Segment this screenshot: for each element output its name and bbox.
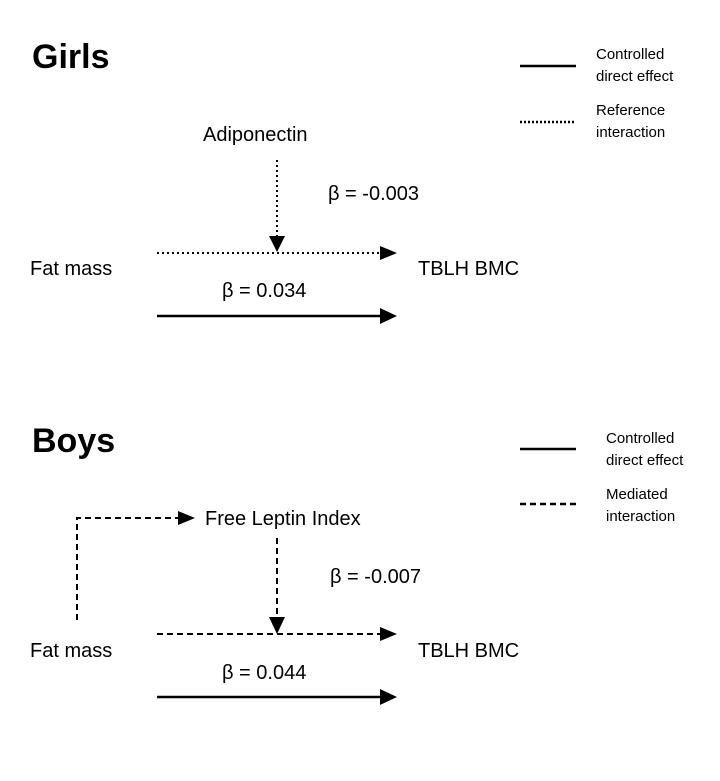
girls-moderator-arrowhead — [269, 236, 285, 252]
girls-title: Girls — [32, 38, 110, 76]
boys-outcome-label: TBLH BMC — [418, 640, 520, 662]
boys-diagram-svg — [76, 447, 576, 705]
boys-panel: Boys Controlled direct effect Mediated i… — [0, 390, 720, 781]
boys-interaction-arrowhead — [380, 627, 397, 641]
girls-direct-beta: β = 0.034 — [222, 280, 307, 302]
legend-text-line: Reference — [596, 102, 666, 119]
legend-text-line: interaction — [596, 124, 666, 141]
boys-mediation-path — [76, 517, 180, 620]
boys-mediation-arrowhead — [178, 511, 195, 525]
legend-text-line: Mediated — [606, 486, 668, 503]
legend-text-line: interaction — [606, 508, 676, 525]
legend-text-line: Controlled — [606, 430, 675, 447]
girls-outcome-label: TBLH BMC — [418, 258, 520, 280]
girls-legend-solid-label: Controlled direct effect — [596, 44, 673, 88]
legend-text-line: direct effect — [606, 452, 684, 469]
girls-moderator-beta: β = -0.003 — [328, 183, 420, 205]
girls-moderator-label: Adiponectin — [203, 124, 308, 146]
girls-diagram-svg — [157, 64, 576, 324]
boys-mediator-beta: β = -0.007 — [330, 566, 422, 588]
boys-title: Boys — [32, 422, 116, 460]
girls-interaction-arrowhead — [380, 246, 397, 260]
girls-legend-dotted-label: Reference interaction — [596, 100, 665, 144]
boys-mediator-label: Free Leptin Index — [205, 508, 361, 530]
legend-text-line: direct effect — [596, 68, 674, 85]
boys-mediator-arrowhead — [269, 617, 285, 634]
boys-legend-dashed-label: Mediated interaction — [606, 484, 675, 528]
girls-direct-arrowhead — [380, 308, 397, 324]
legend-text-line: Controlled — [596, 46, 665, 63]
boys-legend-solid-label: Controlled direct effect — [606, 428, 683, 472]
boys-direct-beta: β = 0.044 — [222, 662, 307, 684]
girls-panel: Girls Controlled direct effect Reference… — [0, 0, 720, 390]
boys-exposure-label: Fat mass — [30, 640, 113, 662]
boys-direct-arrowhead — [380, 689, 397, 705]
girls-exposure-label: Fat mass — [30, 258, 113, 280]
